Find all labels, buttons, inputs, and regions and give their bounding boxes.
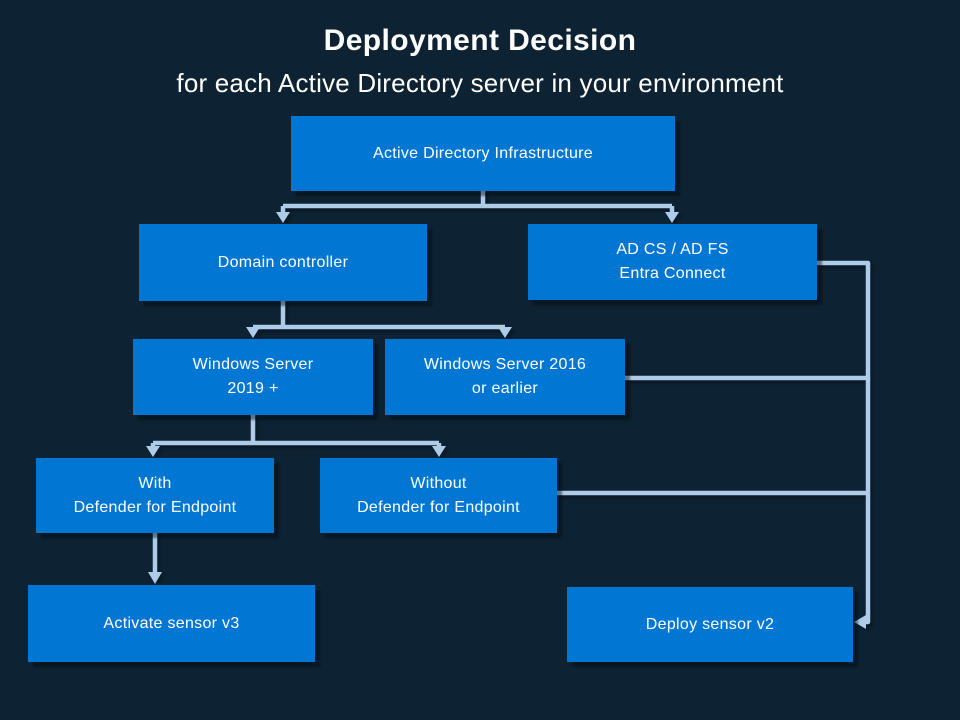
- arrowhead-down-ws2019-icon: [246, 327, 260, 338]
- node-label: Entra Connect: [619, 265, 726, 282]
- node-label: Active Directory Infrastructure: [372, 144, 594, 162]
- node-label: Defender for Endpoint: [73, 498, 237, 516]
- node-label: or earlier: [471, 380, 539, 397]
- connector-ws2019-to-children: [150, 415, 442, 446]
- node-label: Defender for Endpoint: [357, 498, 520, 516]
- node-label: 2019 +: [227, 380, 279, 397]
- arrowhead-down-with-defender-icon: [146, 446, 160, 457]
- arrowhead-down-ws2016-icon: [498, 327, 512, 338]
- arrowhead-down-adcs-icon: [665, 212, 679, 223]
- node-label: Deploy sensor v2: [645, 615, 775, 633]
- node-label: AD CS / AD FS: [616, 241, 729, 258]
- node-active-directory-infrastructure: Active Directory Infrastructure: [291, 116, 675, 191]
- node-with-defender-for-endpoint: With Defender for Endpoint: [36, 458, 274, 533]
- arrowhead-down-domain-controller-icon: [276, 212, 290, 223]
- node-label: Without: [410, 474, 467, 492]
- arrowhead-down-without-defender-icon: [432, 446, 446, 457]
- connector-trunk-to-deploy: [816, 260, 871, 625]
- node-label: Activate sensor v3: [103, 614, 240, 632]
- node-label: Windows Server: [192, 356, 314, 373]
- node-activate-sensor-v3: Activate sensor v3: [28, 585, 315, 662]
- arrowhead-down-activate-icon: [148, 572, 162, 584]
- node-label: Windows Server 2016: [423, 356, 587, 373]
- node-windows-server-2016-or-earlier: Windows Server 2016 or earlier: [385, 339, 625, 415]
- connector-dc-to-children: [250, 301, 508, 330]
- node-label: With: [138, 474, 172, 492]
- node-windows-server-2019-plus: Windows Server 2019 +: [133, 339, 373, 415]
- node-domain-controller: Domain controller: [139, 224, 427, 301]
- page-subtitle: for each Active Directory server in your…: [176, 68, 784, 98]
- node-deploy-sensor-v2: Deploy sensor v2: [567, 587, 853, 662]
- node-without-defender-for-endpoint: Without Defender for Endpoint: [320, 458, 557, 533]
- connector-adi-to-children: [280, 191, 675, 214]
- arrowhead-left-deploy-icon: [854, 615, 866, 629]
- page-title: Deployment Decision: [323, 24, 637, 57]
- node-adcs-adfs-entra-connect: AD CS / AD FS Entra Connect: [528, 224, 817, 300]
- node-label: Domain controller: [217, 253, 349, 271]
